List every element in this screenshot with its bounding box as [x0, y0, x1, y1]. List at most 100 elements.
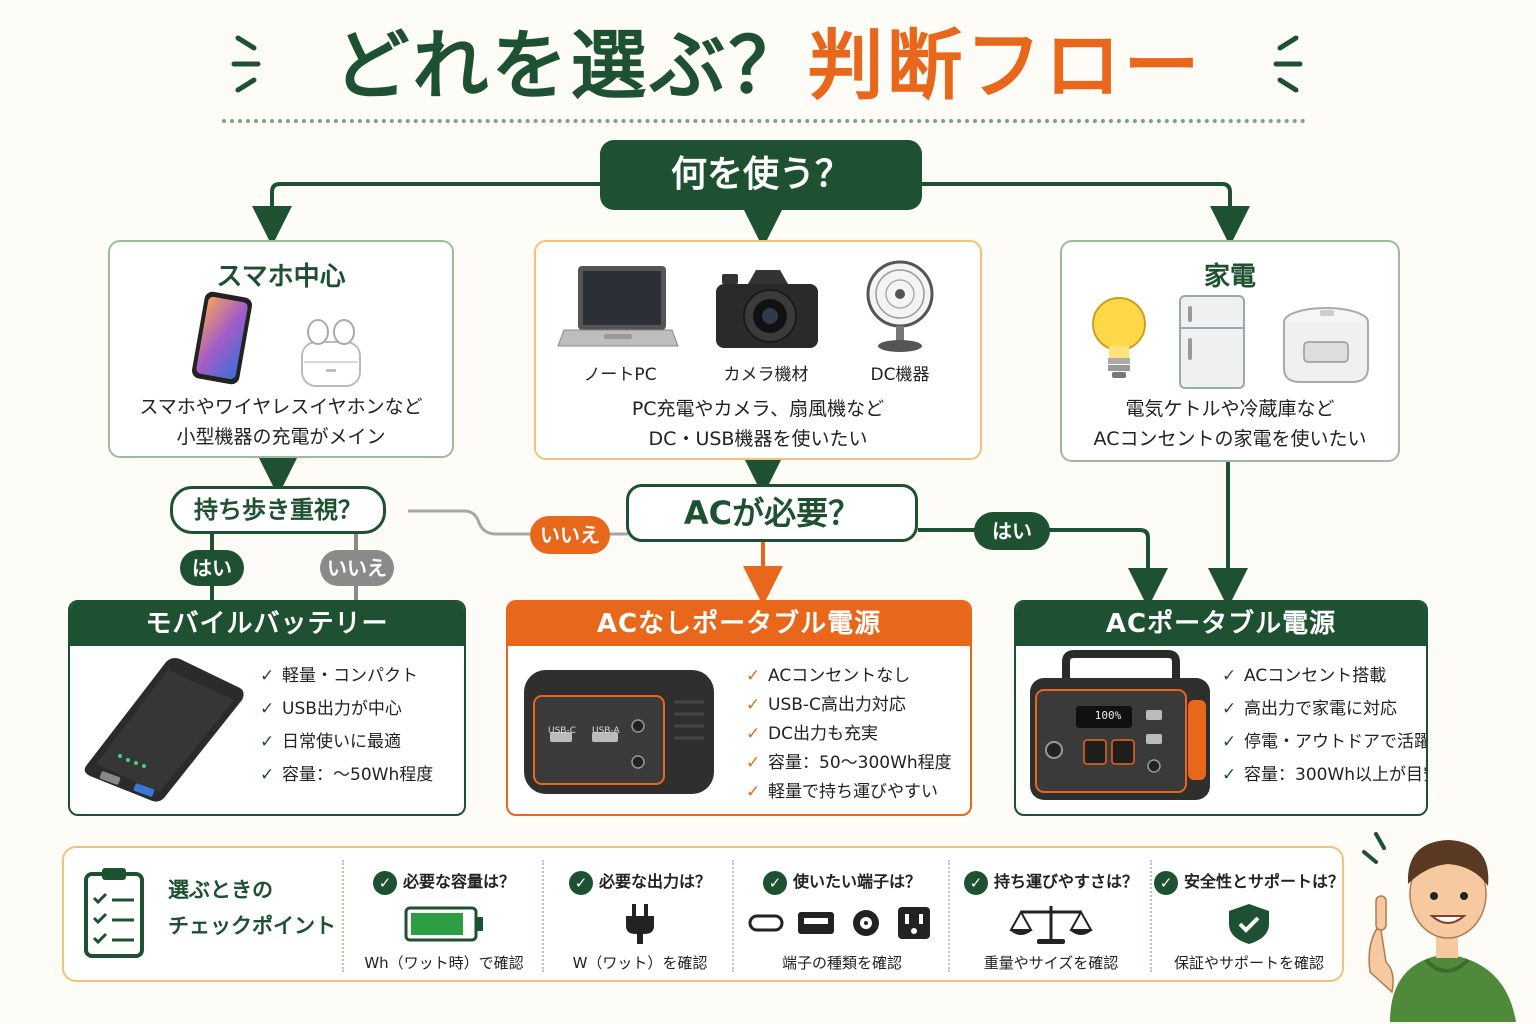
branch-appliances: 家電 電気ケトルや冷蔵庫など ACコンセントの家電を使いたい — [1060, 240, 1400, 462]
answer-yes-mobile: はい — [180, 550, 244, 586]
check-icon: ✓ — [1222, 666, 1237, 686]
question-portable: 持ち歩き重視？ — [170, 486, 386, 534]
battery-icon — [404, 906, 483, 942]
check-icon: ✓ — [260, 765, 275, 785]
checkpoint-capacity: ✓ 必要な容量は？ Wh（ワット時）で確認 — [348, 848, 540, 984]
checkpoint-heading-1: 選ぶときの — [168, 878, 273, 902]
ac-station-icon — [1030, 650, 1210, 800]
check-circle-icon: ✓ — [1154, 870, 1178, 895]
result-mobile-title: モバイルバッテリー — [70, 602, 464, 646]
clipboard-icon — [84, 868, 144, 958]
checkpoint-sub: 重量やサイズを確認 — [983, 954, 1119, 972]
checkpoint-question: 使いたい端子は？ — [792, 872, 921, 891]
result-no-ac-power: ACなしポータブル電源 USB-C USB-A ✓ACコンセントなし ✓USB-… — [506, 600, 972, 816]
branch-devices: ノートPC カメラ機材 DC機器 PC充電やカメラ、扇風機など DC・USB機器… — [534, 240, 982, 460]
scale-icon — [1009, 906, 1093, 944]
checkpoint-output: ✓ 必要な出力は？ W（ワット）を確認 — [548, 848, 732, 984]
ports-icon — [748, 907, 930, 939]
feature-item: ✓容量：～50Wh程度 — [260, 759, 433, 792]
checkpoint-bar: 選ぶときの チェックポイント ✓ 必要な容量は？ Wh（ワット時）で確認 ✓ 必要な… — [62, 846, 1344, 982]
port-label-usba: USB-A — [592, 726, 620, 736]
check-icon: ✓ — [746, 782, 761, 802]
branch-appliances-desc-1: 電気ケトルや冷蔵庫など — [1125, 398, 1335, 420]
check-icon: ✓ — [746, 666, 761, 686]
title-divider — [222, 119, 1306, 123]
earbuds-icon — [301, 319, 361, 387]
check-icon: ✓ — [746, 753, 761, 773]
feature-item: ✓停電・アウトドアで活躍 — [1222, 726, 1426, 759]
check-icon: ✓ — [746, 724, 761, 744]
laptop-icon — [557, 266, 679, 347]
root-question: 何を使う？ — [600, 140, 922, 210]
check-circle-icon: ✓ — [762, 870, 787, 895]
page-title: どれを選ぶ？判断フロー — [0, 18, 1536, 114]
branch-appliances-title: 家電 — [1203, 262, 1256, 292]
branch-appliances-desc-2: ACコンセントの家電を使いたい — [1093, 428, 1367, 450]
checkpoint-heading-2: チェックポイント — [168, 914, 336, 938]
result-no-ac-features: ✓ACコンセントなし ✓USB-C高出力対応 ✓DC出力も充実 ✓容量：50～3… — [746, 662, 952, 807]
check-icon: ✓ — [260, 732, 275, 752]
answer-yes-ac: はい — [974, 512, 1050, 550]
power-bank-icon — [84, 658, 244, 802]
feature-item: ✓ACコンセント搭載 — [1222, 660, 1426, 693]
shield-icon — [1229, 904, 1269, 944]
check-icon: ✓ — [1222, 699, 1237, 719]
branch-smartphone-desc-2: 小型機器の充電がメイン — [176, 426, 386, 448]
sparkle-left-icon — [231, 35, 261, 93]
checkpoint-question: 持ち運びやすさは？ — [993, 872, 1138, 891]
camera-icon — [716, 270, 818, 348]
title-part2: 判断フロー — [807, 21, 1203, 110]
answer-no-portable: いいえ — [320, 550, 394, 586]
result-ac-features: ✓ACコンセント搭載 ✓高出力で家電に対応 ✓停電・アウトドアで活躍 ✓容量：3… — [1222, 660, 1426, 792]
feature-item: ✓容量：300Wh以上が目安 — [1222, 759, 1426, 792]
branch-smartphone: スマホ中心 スマホやワイヤレスイヤホンなど 小型機器の充電がメイン — [108, 240, 454, 458]
branch-smartphone-title: スマホ中心 — [216, 262, 346, 292]
branch-smartphone-desc-1: スマホやワイヤレスイヤホンなど — [139, 396, 423, 418]
answer-no-ac: いいえ — [530, 516, 610, 554]
feature-item: ✓ACコンセントなし — [746, 662, 952, 691]
check-icon: ✓ — [1222, 732, 1237, 752]
branch-devices-desc-1: PC充電やカメラ、扇風機など — [631, 398, 885, 420]
title-part1: どれを選ぶ？ — [333, 21, 808, 110]
feature-item: ✓USB出力が中心 — [260, 693, 433, 726]
question-ac: ACが必要？ — [626, 484, 918, 542]
device-label-dc: DC機器 — [870, 365, 930, 385]
result-no-ac-title: ACなしポータブル電源 — [508, 602, 970, 646]
checkpoint-sub: W（ワット）を確認 — [572, 954, 708, 972]
plug-icon — [626, 904, 654, 944]
result-ac-power: ACポータブル電源 100% ✓ACコンセント搭載 ✓高出力で家電に対応 ✓停電… — [1014, 600, 1428, 816]
check-circle-icon: ✓ — [963, 870, 988, 895]
check-circle-icon: ✓ — [568, 870, 593, 895]
rice-cooker-icon — [1283, 307, 1369, 383]
checkpoint-question: 必要な容量は？ — [402, 872, 515, 891]
checkpoint-question: 必要な出力は？ — [598, 872, 711, 891]
checkpoint-sub: 保証やサポートを確認 — [1173, 954, 1324, 972]
device-label-camera: カメラ機材 — [723, 365, 809, 385]
feature-item: ✓日常使いに最適 — [260, 726, 433, 759]
check-icon: ✓ — [746, 695, 761, 715]
checkpoint-ports: ✓ 使いたい端子は？ 端子の種類を確認 — [738, 848, 946, 984]
checkpoint-sub: 端子の種類を確認 — [781, 954, 902, 972]
checkpoint-heading: 選ぶときの チェックポイント — [168, 872, 336, 944]
feature-item: ✓DC出力も充実 — [746, 720, 952, 749]
branch-devices-desc-2: DC・USB機器を使いたい — [648, 428, 868, 450]
checkpoint-sub: Wh（ワット時）で確認 — [364, 954, 524, 972]
result-mobile-battery: モバイルバッテリー ✓軽量・コンパクト ✓USB出力が中心 ✓日常使いに最適 ✓… — [68, 600, 466, 816]
feature-item: ✓USB-C高出力対応 — [746, 691, 952, 720]
sparkle-right-icon — [1273, 35, 1303, 93]
check-icon: ✓ — [260, 699, 275, 719]
check-circle-icon: ✓ — [372, 870, 397, 895]
port-label-usbc: USB-C — [548, 726, 577, 736]
lightbulb-icon — [1092, 297, 1146, 378]
mascot-illustration — [1362, 832, 1516, 1022]
checkpoint-portability: ✓ 持ち運びやすさは？ 重量やサイズを確認 — [954, 848, 1148, 984]
station-screen: 100% — [1094, 709, 1122, 722]
checkpoint-question: 安全性とサポートは？ — [1184, 872, 1345, 891]
checkpoint-safety: ✓ 安全性とサポートは？ 保証やサポートを確認 — [1154, 848, 1344, 984]
result-mobile-features: ✓軽量・コンパクト ✓USB出力が中心 ✓日常使いに最適 ✓容量：～50Wh程度 — [260, 660, 433, 792]
smartphone-icon — [191, 291, 253, 385]
result-ac-title: ACポータブル電源 — [1016, 602, 1426, 646]
feature-item: ✓容量：50～300Wh程度 — [746, 749, 952, 778]
fridge-icon — [1179, 295, 1245, 389]
